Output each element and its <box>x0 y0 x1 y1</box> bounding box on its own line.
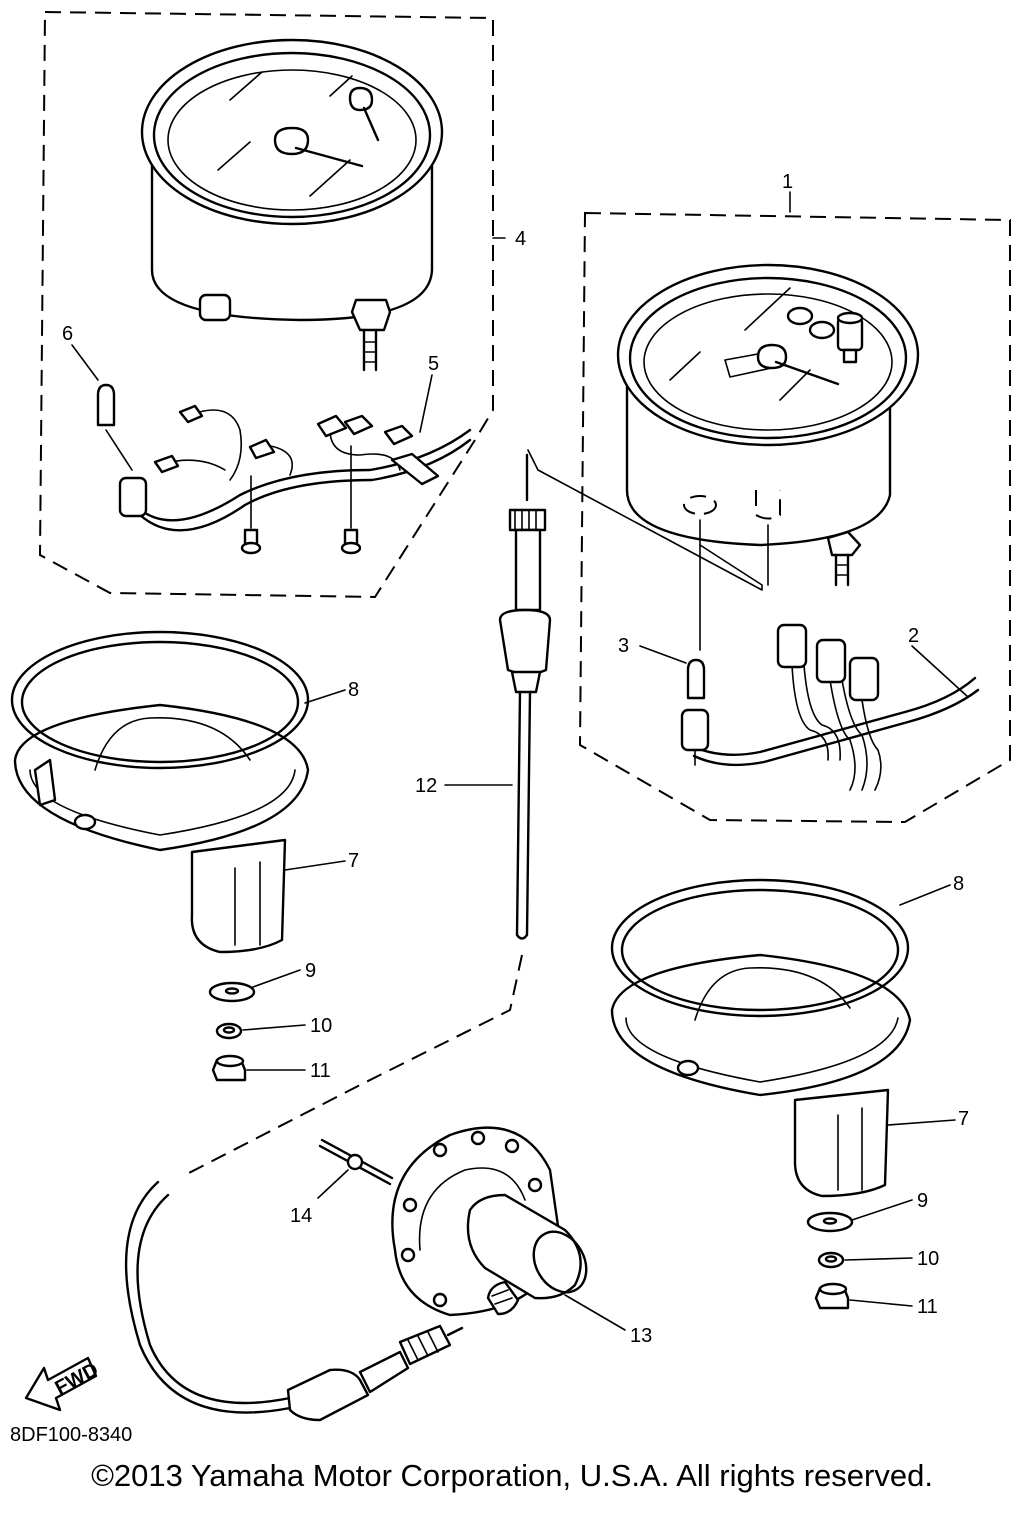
assembly-box-1 <box>578 211 1011 824</box>
leader-connection <box>527 449 763 591</box>
callout-6: 6 <box>62 323 73 345</box>
callout-7-left: 7 <box>348 850 359 872</box>
callout-8-left: 8 <box>348 679 359 701</box>
wire-harness-speedo <box>680 623 980 791</box>
wire-harness-tach <box>96 383 472 555</box>
callout-13: 13 <box>630 1325 652 1347</box>
speedometer-drive-unit <box>318 1126 588 1317</box>
copyright-notice: ©2013 Yamaha Motor Corporation, U.S.A. A… <box>91 1458 933 1493</box>
assembly-box-4 <box>38 10 494 599</box>
leader-lines <box>71 191 969 1331</box>
callout-8-right: 8 <box>953 873 964 895</box>
callout-12: 12 <box>415 775 437 797</box>
drawing-code: 8DF100-8340 <box>10 1424 133 1446</box>
callout-4: 4 <box>515 228 526 250</box>
speedometer-cable <box>124 453 552 1422</box>
callout-2: 2 <box>908 625 919 647</box>
callout-10-left: 10 <box>310 1015 332 1037</box>
callout-5: 5 <box>428 353 439 375</box>
bracket-right <box>610 878 912 1198</box>
fwd-arrow-icon: FWD <box>24 1356 102 1412</box>
callout-9-right: 9 <box>917 1190 928 1212</box>
callout-11-left: 11 <box>310 1060 331 1082</box>
hardware-right <box>806 1211 854 1310</box>
callout-1: 1 <box>782 171 793 193</box>
callout-11-right: 11 <box>917 1296 938 1318</box>
gauge-tachometer <box>140 38 444 372</box>
callout-14: 14 <box>290 1205 312 1227</box>
hardware-left <box>208 981 256 1082</box>
callout-9-left: 9 <box>305 960 316 982</box>
gauge-speedometer <box>616 263 920 651</box>
callout-7-right: 7 <box>958 1108 969 1130</box>
bracket-left <box>10 630 310 954</box>
callout-3: 3 <box>618 635 629 657</box>
callout-10-right: 10 <box>917 1248 939 1270</box>
